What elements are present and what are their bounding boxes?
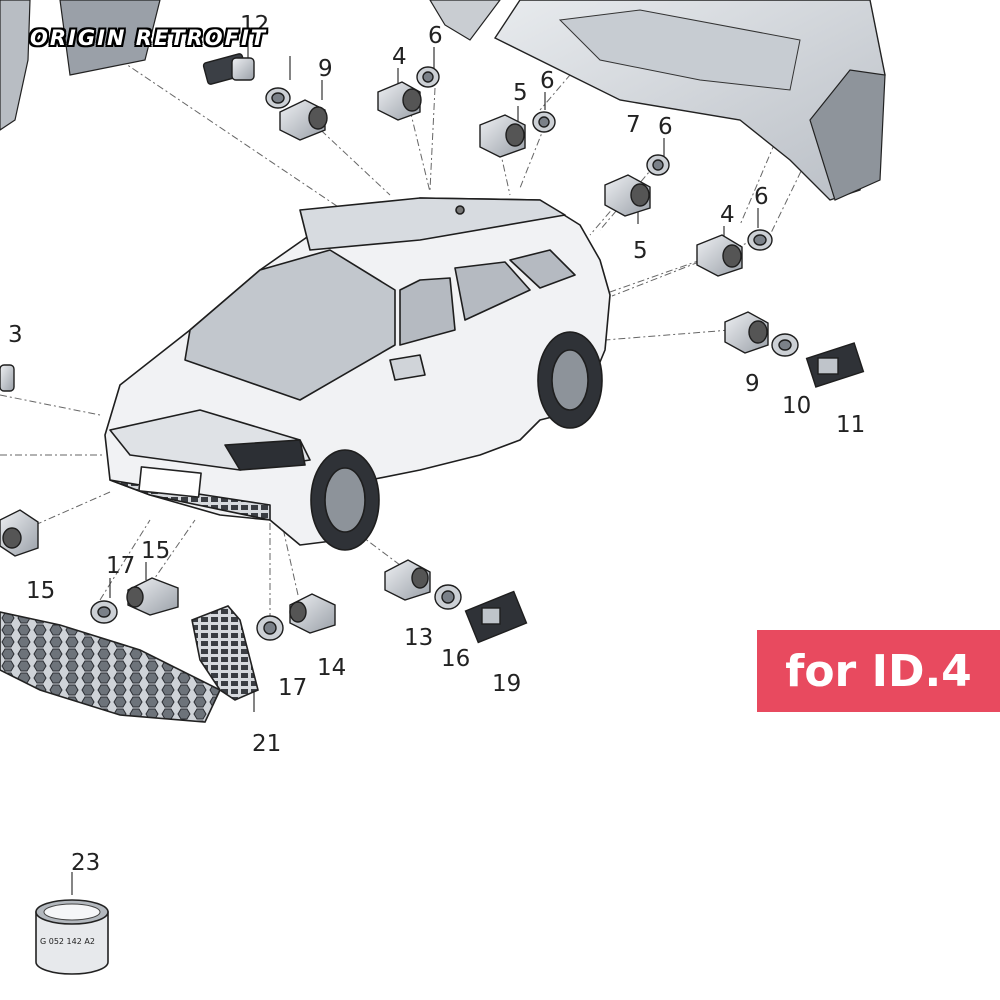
callout-label: 21: [252, 731, 282, 757]
callout-label: 11: [836, 412, 866, 438]
brand-watermark: ORIGIN RETROFIT: [30, 26, 268, 50]
sensor-4-top: [377, 81, 422, 121]
ring-16: [434, 584, 462, 610]
sensor-3: [0, 364, 15, 392]
sensor-15-mid: [126, 577, 179, 616]
sensor-15-left: [0, 509, 39, 557]
sensor-5-mid: [604, 174, 651, 217]
sensor-9-top: [279, 99, 328, 141]
sensor-parts: [0, 53, 865, 644]
side-trim-21: [191, 605, 259, 701]
car: [104, 197, 611, 551]
holder-11: [805, 342, 865, 388]
callout-label: 23: [71, 850, 101, 876]
model-badge: for ID.4: [757, 630, 1000, 712]
callout-label: 3: [8, 322, 23, 348]
ring-10: [771, 333, 799, 357]
callout-label: 4: [392, 44, 407, 70]
ring-6-a: [416, 66, 440, 88]
sealing-ring-23: [35, 899, 109, 975]
callout-label: 17: [106, 553, 136, 579]
callout-label: 6: [540, 68, 555, 94]
sensor-14: [289, 593, 336, 634]
ring-6-d: [747, 229, 773, 251]
callout-label: 17: [278, 675, 308, 701]
ring-12: [265, 87, 291, 109]
sensor-13: [384, 559, 431, 601]
ring-6-c: [646, 154, 670, 176]
callout-label: 15: [141, 538, 171, 564]
callout-label: 9: [745, 371, 760, 397]
callout-label: 16: [441, 646, 471, 672]
callout-label: 14: [317, 655, 347, 681]
callout-label: 19: [492, 671, 522, 697]
front-bracket: [0, 0, 161, 131]
sensor-4-mid: [696, 234, 743, 277]
ring-17-left: [90, 600, 118, 624]
callout-label: 13: [404, 625, 434, 651]
ring-17-mid: [256, 615, 284, 641]
rear-bumper: [429, 0, 886, 201]
callout-label: 6: [428, 23, 443, 49]
sensor-12: [202, 53, 255, 85]
ring-6-b: [532, 111, 556, 133]
callout-label: 7: [626, 112, 641, 138]
callout-label: 6: [754, 184, 769, 210]
callout-label: 5: [513, 80, 528, 106]
sensor-9-right: [724, 311, 769, 354]
part-code-text: G 052 142 A2: [40, 937, 95, 946]
callout-label: 5: [633, 238, 648, 264]
callout-label: 10: [782, 393, 812, 419]
model-badge-text: for ID.4: [785, 645, 972, 697]
holder-19: [464, 590, 528, 644]
callout-label: 9: [318, 56, 333, 82]
callout-label: 15: [26, 578, 56, 604]
sensor-5-top: [479, 114, 526, 158]
callout-label: 12: [240, 12, 270, 38]
lower-grille: [0, 611, 222, 723]
callout-label: 4: [720, 202, 735, 228]
callout-label: 6: [658, 114, 673, 140]
